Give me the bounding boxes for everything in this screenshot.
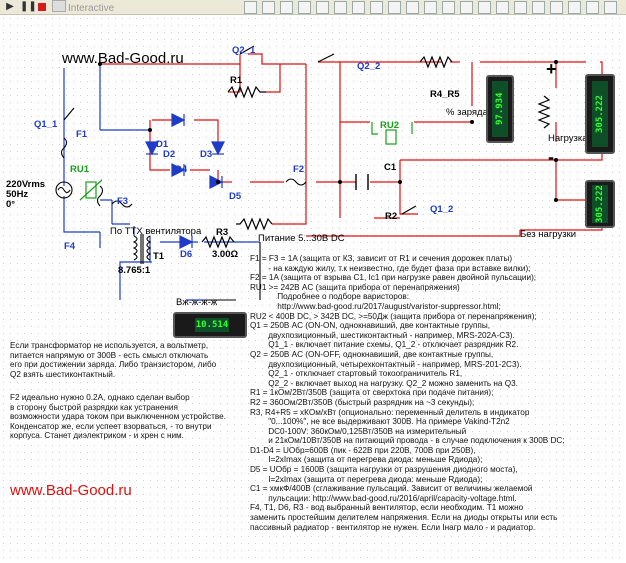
load-label: Нагрузка xyxy=(548,133,588,144)
plus-sign: + xyxy=(546,59,557,79)
site-title-bottom: www.Bad-Good.ru xyxy=(10,482,132,499)
c1-label: C1 xyxy=(384,162,397,173)
r2-label: R2 xyxy=(385,211,398,222)
network-analyzer-icon[interactable] xyxy=(514,1,527,14)
f3-label: F3 xyxy=(117,196,129,207)
q1-1-label: Q1_1 xyxy=(34,119,58,130)
no-load-meter-display: 305.222 xyxy=(592,185,608,223)
site-title-top: www.Bad-Good.ru xyxy=(62,50,184,67)
charge-meter[interactable]: 97.934 xyxy=(486,75,514,143)
charge-meter-display: 97.934 xyxy=(492,81,508,137)
simulation-toolbar: ▶ ❚❚ Interactive xyxy=(0,0,626,15)
minus-sign: - xyxy=(548,147,554,167)
interactive-mode-icon xyxy=(52,0,66,12)
no-load-meter[interactable]: 305.222 xyxy=(585,180,615,228)
ru1-label: RU1 xyxy=(70,164,90,175)
f4-label: F4 xyxy=(64,241,76,252)
t1-label: T1 xyxy=(153,251,165,262)
r1-label: R1 xyxy=(230,75,243,86)
schematic-canvas[interactable] xyxy=(0,15,626,563)
load-meter[interactable]: 305.222 xyxy=(585,74,615,154)
iv-analyzer-icon[interactable] xyxy=(460,1,473,14)
f1-label: F1 xyxy=(76,129,88,140)
voltmeter-icon[interactable] xyxy=(262,1,275,14)
d6-label: D6 xyxy=(180,249,193,260)
stop-icon[interactable] xyxy=(36,1,48,13)
pause-icon[interactable]: ❚❚ xyxy=(20,1,37,12)
spectrum-analyzer-icon[interactable] xyxy=(496,1,509,14)
logic-converter-icon[interactable] xyxy=(442,1,455,14)
mode-label: Interactive xyxy=(68,3,115,14)
r4-r5-label: R4_R5 xyxy=(430,89,460,100)
logic-analyzer-icon[interactable] xyxy=(424,1,437,14)
fan-spec-label: По ТТХ вентилятора xyxy=(110,226,202,237)
r3-value-label: 3.00Ω xyxy=(212,249,239,260)
measurement-icon[interactable] xyxy=(604,1,617,14)
ru2-label: RU2 xyxy=(380,120,400,131)
fan-sound-label: Вж-ж-ж-ж xyxy=(176,297,218,308)
load-meter-display: 305.222 xyxy=(592,81,608,147)
q2-1-label: Q2_1 xyxy=(232,45,256,56)
labview-icon[interactable] xyxy=(568,1,581,14)
word-generator-icon[interactable] xyxy=(406,1,419,14)
no-load-label: Без нагрузки xyxy=(520,229,577,240)
tektronix-icon[interactable] xyxy=(550,1,563,14)
fan-meter-display: 10.514 xyxy=(195,318,229,332)
source-phase: 0° xyxy=(6,199,16,210)
fan-meter[interactable]: 10.514 xyxy=(173,312,247,338)
oscilloscope-icon[interactable] xyxy=(316,1,329,14)
agilent-icon[interactable] xyxy=(532,1,545,14)
t1-ratio-label: 8.765:1 xyxy=(118,265,151,276)
wattmeter-icon[interactable] xyxy=(352,1,365,14)
generator-icon[interactable] xyxy=(334,1,347,14)
current-probe-icon[interactable] xyxy=(586,1,599,14)
charge-percent-label: % заряда xyxy=(446,107,488,118)
supply-label: Питание 5...30В DC xyxy=(258,233,345,244)
play-icon[interactable]: ▶ xyxy=(6,1,14,12)
d5-label: D5 xyxy=(229,191,242,202)
d3-label: D3 xyxy=(200,149,213,160)
r3-label: R3 xyxy=(216,227,229,238)
counter-icon[interactable] xyxy=(388,1,401,14)
bode-plotter-icon[interactable] xyxy=(370,1,383,14)
grapher-icon[interactable] xyxy=(298,1,311,14)
mode-selector[interactable]: Interactive xyxy=(52,0,114,14)
d1-label: D1 xyxy=(156,139,169,150)
d2-label: D2 xyxy=(163,149,176,160)
transformer-note: Если трансформатор не используется, а во… xyxy=(10,341,217,379)
distortion-analyzer-icon[interactable] xyxy=(478,1,491,14)
source-frequency: 50Hz xyxy=(6,189,29,200)
fuse-note: F2 идеально нужно 0.2А, однако сделан вы… xyxy=(10,393,226,441)
f2-label: F2 xyxy=(293,164,305,175)
probe-icon[interactable] xyxy=(244,1,257,14)
ammeter-icon[interactable] xyxy=(280,1,293,14)
q1-2-label: Q1_2 xyxy=(430,204,454,215)
source-voltage: 220Vrms xyxy=(6,179,46,190)
d4-label: D4 xyxy=(175,164,188,175)
q2-2-label: Q2_2 xyxy=(357,61,381,72)
component-notes: F1 = F3 = 1A (защита от КЗ, зависит от R… xyxy=(250,254,565,532)
